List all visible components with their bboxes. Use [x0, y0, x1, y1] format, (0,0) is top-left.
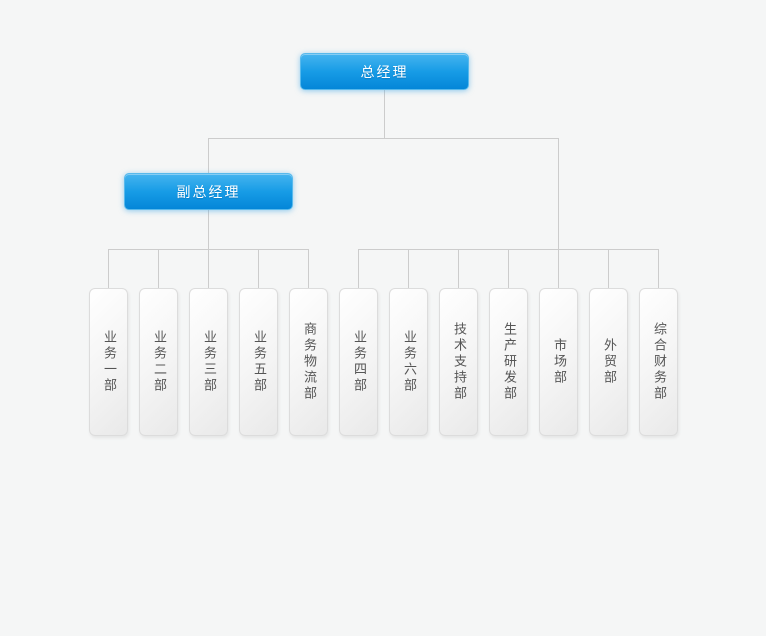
org-dept-label: 生产研发部: [501, 322, 516, 402]
org-dept-node[interactable]: 技术支持部: [439, 288, 478, 436]
org-dept-node[interactable]: 外贸部: [589, 288, 628, 436]
org-dept-label: 外贸部: [601, 338, 616, 386]
connector-dept-stub: [158, 249, 159, 288]
connector-dept-stub: [258, 249, 259, 288]
org-dept-node[interactable]: 业务三部: [189, 288, 228, 436]
connector-dept-stub: [208, 249, 209, 288]
org-dept-label: 技术支持部: [451, 322, 466, 402]
connector-deputy-drop: [208, 138, 209, 173]
connector-dept-stub: [608, 249, 609, 288]
org-dept-label: 业务五部: [251, 330, 266, 394]
org-dept-label: 市场部: [551, 338, 566, 386]
org-node-label: 总经理: [360, 64, 409, 81]
connector-deputy-down: [208, 210, 209, 249]
connector-dept-stub: [658, 249, 659, 288]
connector-root-drop: [384, 90, 385, 138]
org-node-label: 副总经理: [176, 184, 241, 201]
connector-dept-stub: [358, 249, 359, 288]
org-dept-label: 商务物流部: [301, 322, 316, 402]
connector-right-group-drop: [558, 138, 559, 249]
connector-dept-stub: [458, 249, 459, 288]
org-dept-node[interactable]: 业务一部: [89, 288, 128, 436]
connector-level1-horizontal: [208, 138, 559, 139]
org-dept-label: 综合财务部: [651, 322, 666, 402]
org-dept-node[interactable]: 业务四部: [339, 288, 378, 436]
org-node-deputy-general-manager[interactable]: 副总经理: [124, 173, 293, 210]
org-dept-label: 业务四部: [351, 330, 366, 394]
org-dept-node[interactable]: 生产研发部: [489, 288, 528, 436]
org-dept-node[interactable]: 商务物流部: [289, 288, 328, 436]
connector-dept-stub: [308, 249, 309, 288]
org-dept-node[interactable]: 综合财务部: [639, 288, 678, 436]
org-node-general-manager[interactable]: 总经理: [300, 53, 469, 90]
connector-dept-stub: [408, 249, 409, 288]
org-dept-label: 业务六部: [401, 330, 416, 394]
connector-dept-stub: [108, 249, 109, 288]
org-dept-node[interactable]: 业务五部: [239, 288, 278, 436]
org-dept-node[interactable]: 业务二部: [139, 288, 178, 436]
org-dept-node[interactable]: 市场部: [539, 288, 578, 436]
connector-dept-stub: [558, 249, 559, 288]
org-dept-node[interactable]: 业务六部: [389, 288, 428, 436]
connector-dept-stub: [508, 249, 509, 288]
org-dept-label: 业务一部: [101, 330, 116, 394]
org-dept-label: 业务三部: [201, 330, 216, 394]
org-dept-label: 业务二部: [151, 330, 166, 394]
